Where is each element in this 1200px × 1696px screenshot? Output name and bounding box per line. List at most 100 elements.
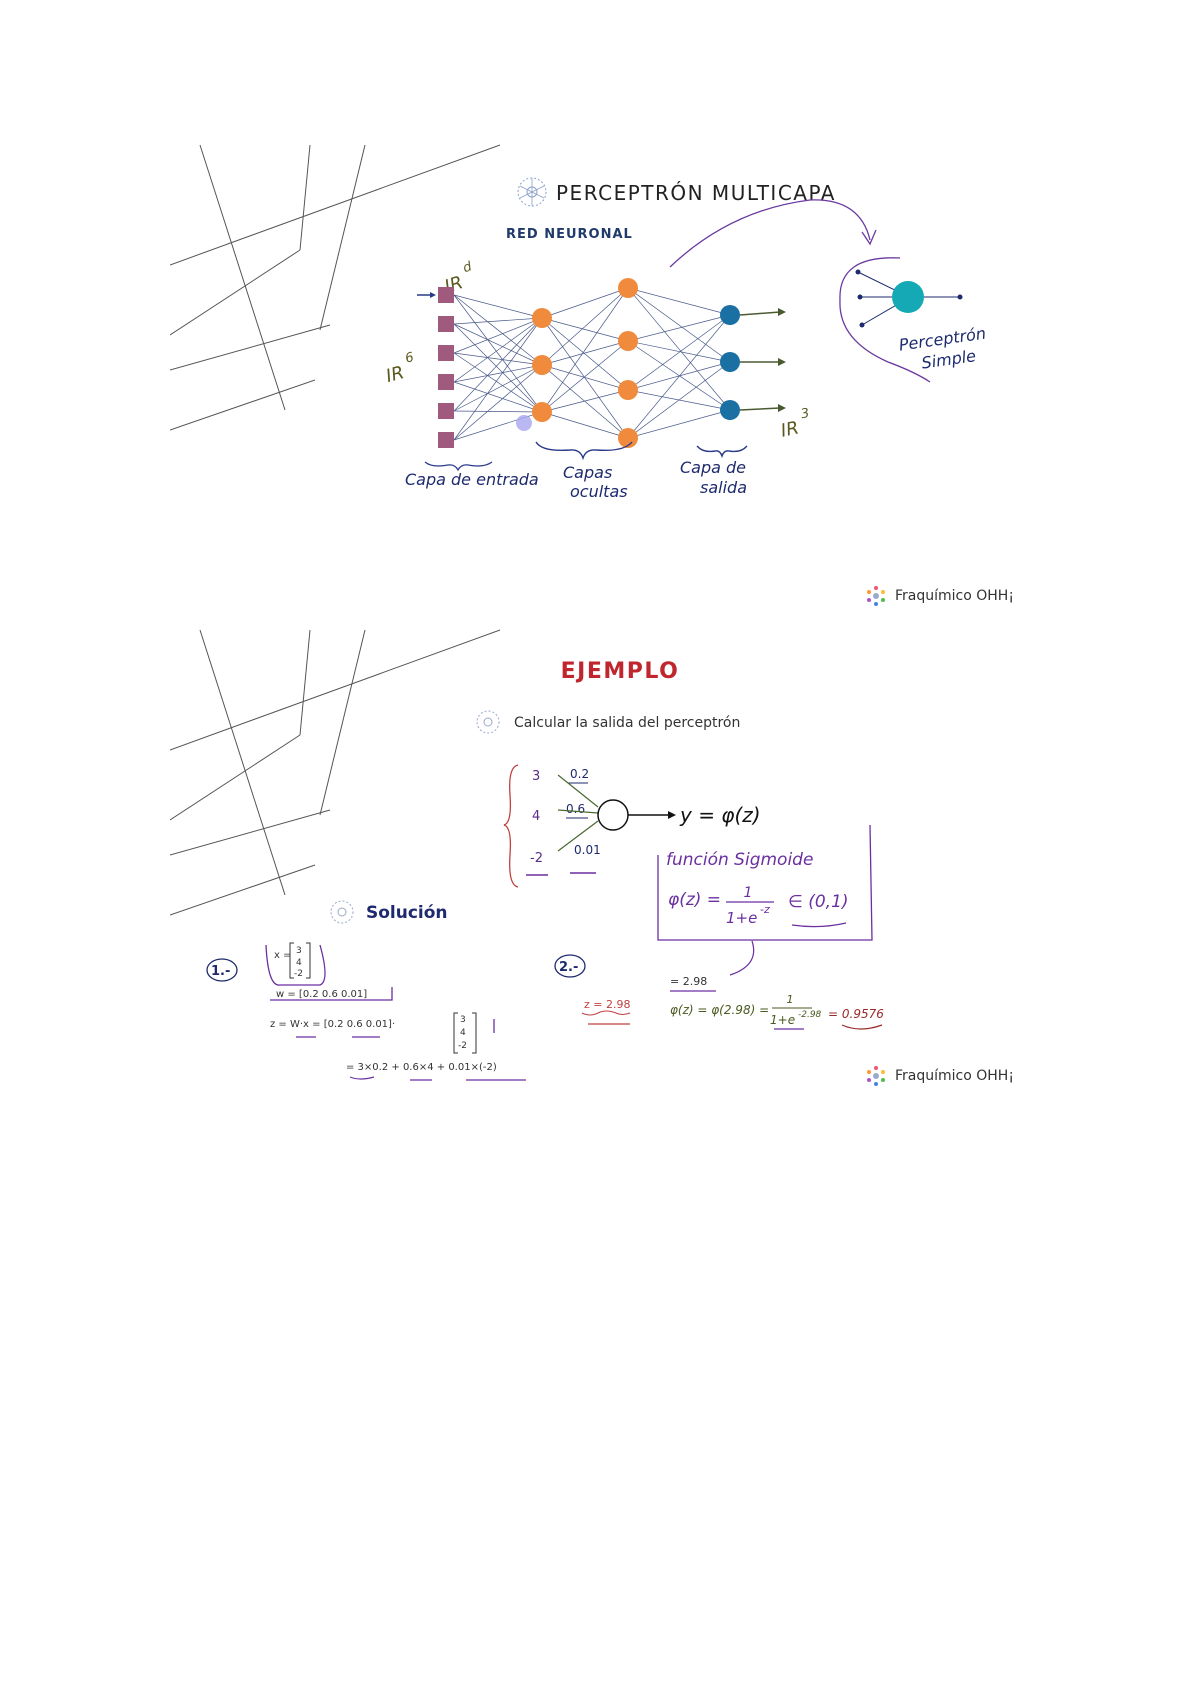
slide2-canvas: EJEMPLO Calcular la salida del perceptró… [169,629,884,1081]
network-edge [453,352,543,366]
step2-label: 2.- [559,960,578,975]
hidden-node [618,428,638,448]
page-title: PERCEPTRÓN MULTICAPA [556,181,836,205]
network-edge [453,323,543,413]
network-edge [453,317,543,412]
solution-title: Solución [366,903,448,923]
sigmoid-range: ∈ (0,1) [788,892,849,912]
w-highlight [270,987,393,1001]
svg-text:6: 6 [404,350,416,367]
perceptron-node [892,281,924,313]
network-logo-icon [476,710,500,734]
input-value: 3 [532,769,540,784]
step2-denominator-exp: -2.98 [798,1010,822,1020]
output-layer-label-1: Capa de [680,458,746,477]
wavy-underline [581,1010,631,1016]
hidden-node [618,380,638,400]
network-edge [453,294,543,413]
network-edge [627,340,731,363]
zoom-arrow-head [861,229,877,246]
step1-label: 1.- [211,964,230,979]
simple-perceptron [855,269,963,328]
network-edge [541,317,629,342]
network-edge [541,317,629,439]
bracket [453,1012,458,1054]
input-brace [424,461,493,472]
hidden-node [532,355,552,375]
step2-phi: φ(z) = φ(2.98) = [670,1003,769,1017]
subtitle: RED NEURONAL [506,227,633,242]
underline [349,1076,375,1080]
task-text: Calcular la salida del perceptrón [514,715,740,731]
output-arrows [739,311,781,411]
network-edge [627,314,731,342]
network-edge [541,364,629,439]
faded-node [516,415,532,431]
network-edge [541,340,629,366]
network-edge [627,287,731,363]
input-brace [503,764,519,888]
network-edge [541,287,629,413]
range-underline [791,922,847,928]
svg-text:d: d [461,259,474,276]
network-edge [453,317,543,354]
step2-z: z = 2.98 [584,998,630,1011]
input-value: 4 [532,809,540,824]
input-arrows [557,774,599,852]
network-edge [627,287,731,316]
decorative-lines [169,629,501,916]
output-equation: y = φ(z) [679,803,761,827]
bracket [306,942,311,979]
weight-value: 0.2 [570,767,589,781]
sigmoid-lhs: φ(z) = [668,890,721,910]
step1-w: w = [0.2 0.6 0.01] [276,989,367,1000]
input-arrow-head [430,292,436,298]
zoom-arrow [669,199,871,268]
input-node [438,432,454,448]
network-edge [541,411,629,439]
network-edge [453,364,543,441]
hidden-brace [535,441,633,461]
network-edge [453,294,543,319]
step1-x: x = [274,950,291,961]
vector-entry: -2 [294,969,303,979]
output-node [720,400,740,420]
network-edge [541,389,629,413]
network-edge [453,317,543,383]
step1-badge [206,958,238,982]
slide1-canvas: PERCEPTRÓN MULTICAPA RED NEURONAL IR d I… [169,144,987,501]
input-layer [438,287,454,448]
hidden-node [618,331,638,351]
output-arrow-head [668,811,676,819]
input-node [438,316,454,332]
hidden-layer-1 [532,308,552,422]
input-node [438,374,454,390]
network-edge [627,314,731,439]
decorative-lines [169,144,501,431]
network-edge [627,287,731,411]
step2-badge [554,954,586,978]
hidden-node [618,278,638,298]
network-edge [541,287,629,319]
step2-numerator: 1 [787,993,794,1006]
input-dim-label: IR 6 [384,350,416,387]
network-edge [453,364,543,412]
vector-entry: 3 [460,1015,466,1025]
svg-text:IR: IR [384,362,407,387]
network-edge [453,381,543,413]
brand-logo-icon [867,1066,885,1086]
output-node [720,352,740,372]
network-edge [453,364,543,383]
weight-value: 0.6 [566,802,585,816]
network-edge [453,317,543,441]
output-layer-label-2: salida [700,478,747,497]
network-edges [453,287,731,441]
slide-perceptron-multicapa: PERCEPTRÓN MULTICAPA RED NEURONAL IR d I… [169,140,1040,610]
network-edge [627,314,731,391]
slide-ejemplo: EJEMPLO Calcular la salida del perceptró… [169,625,1040,1095]
vector-entry: -2 [458,1041,467,1051]
sigmoid-box [657,824,873,941]
sigmoid-denominator: 1+e [726,909,757,927]
input-value: -2 [530,851,543,866]
x-highlight [265,944,326,986]
